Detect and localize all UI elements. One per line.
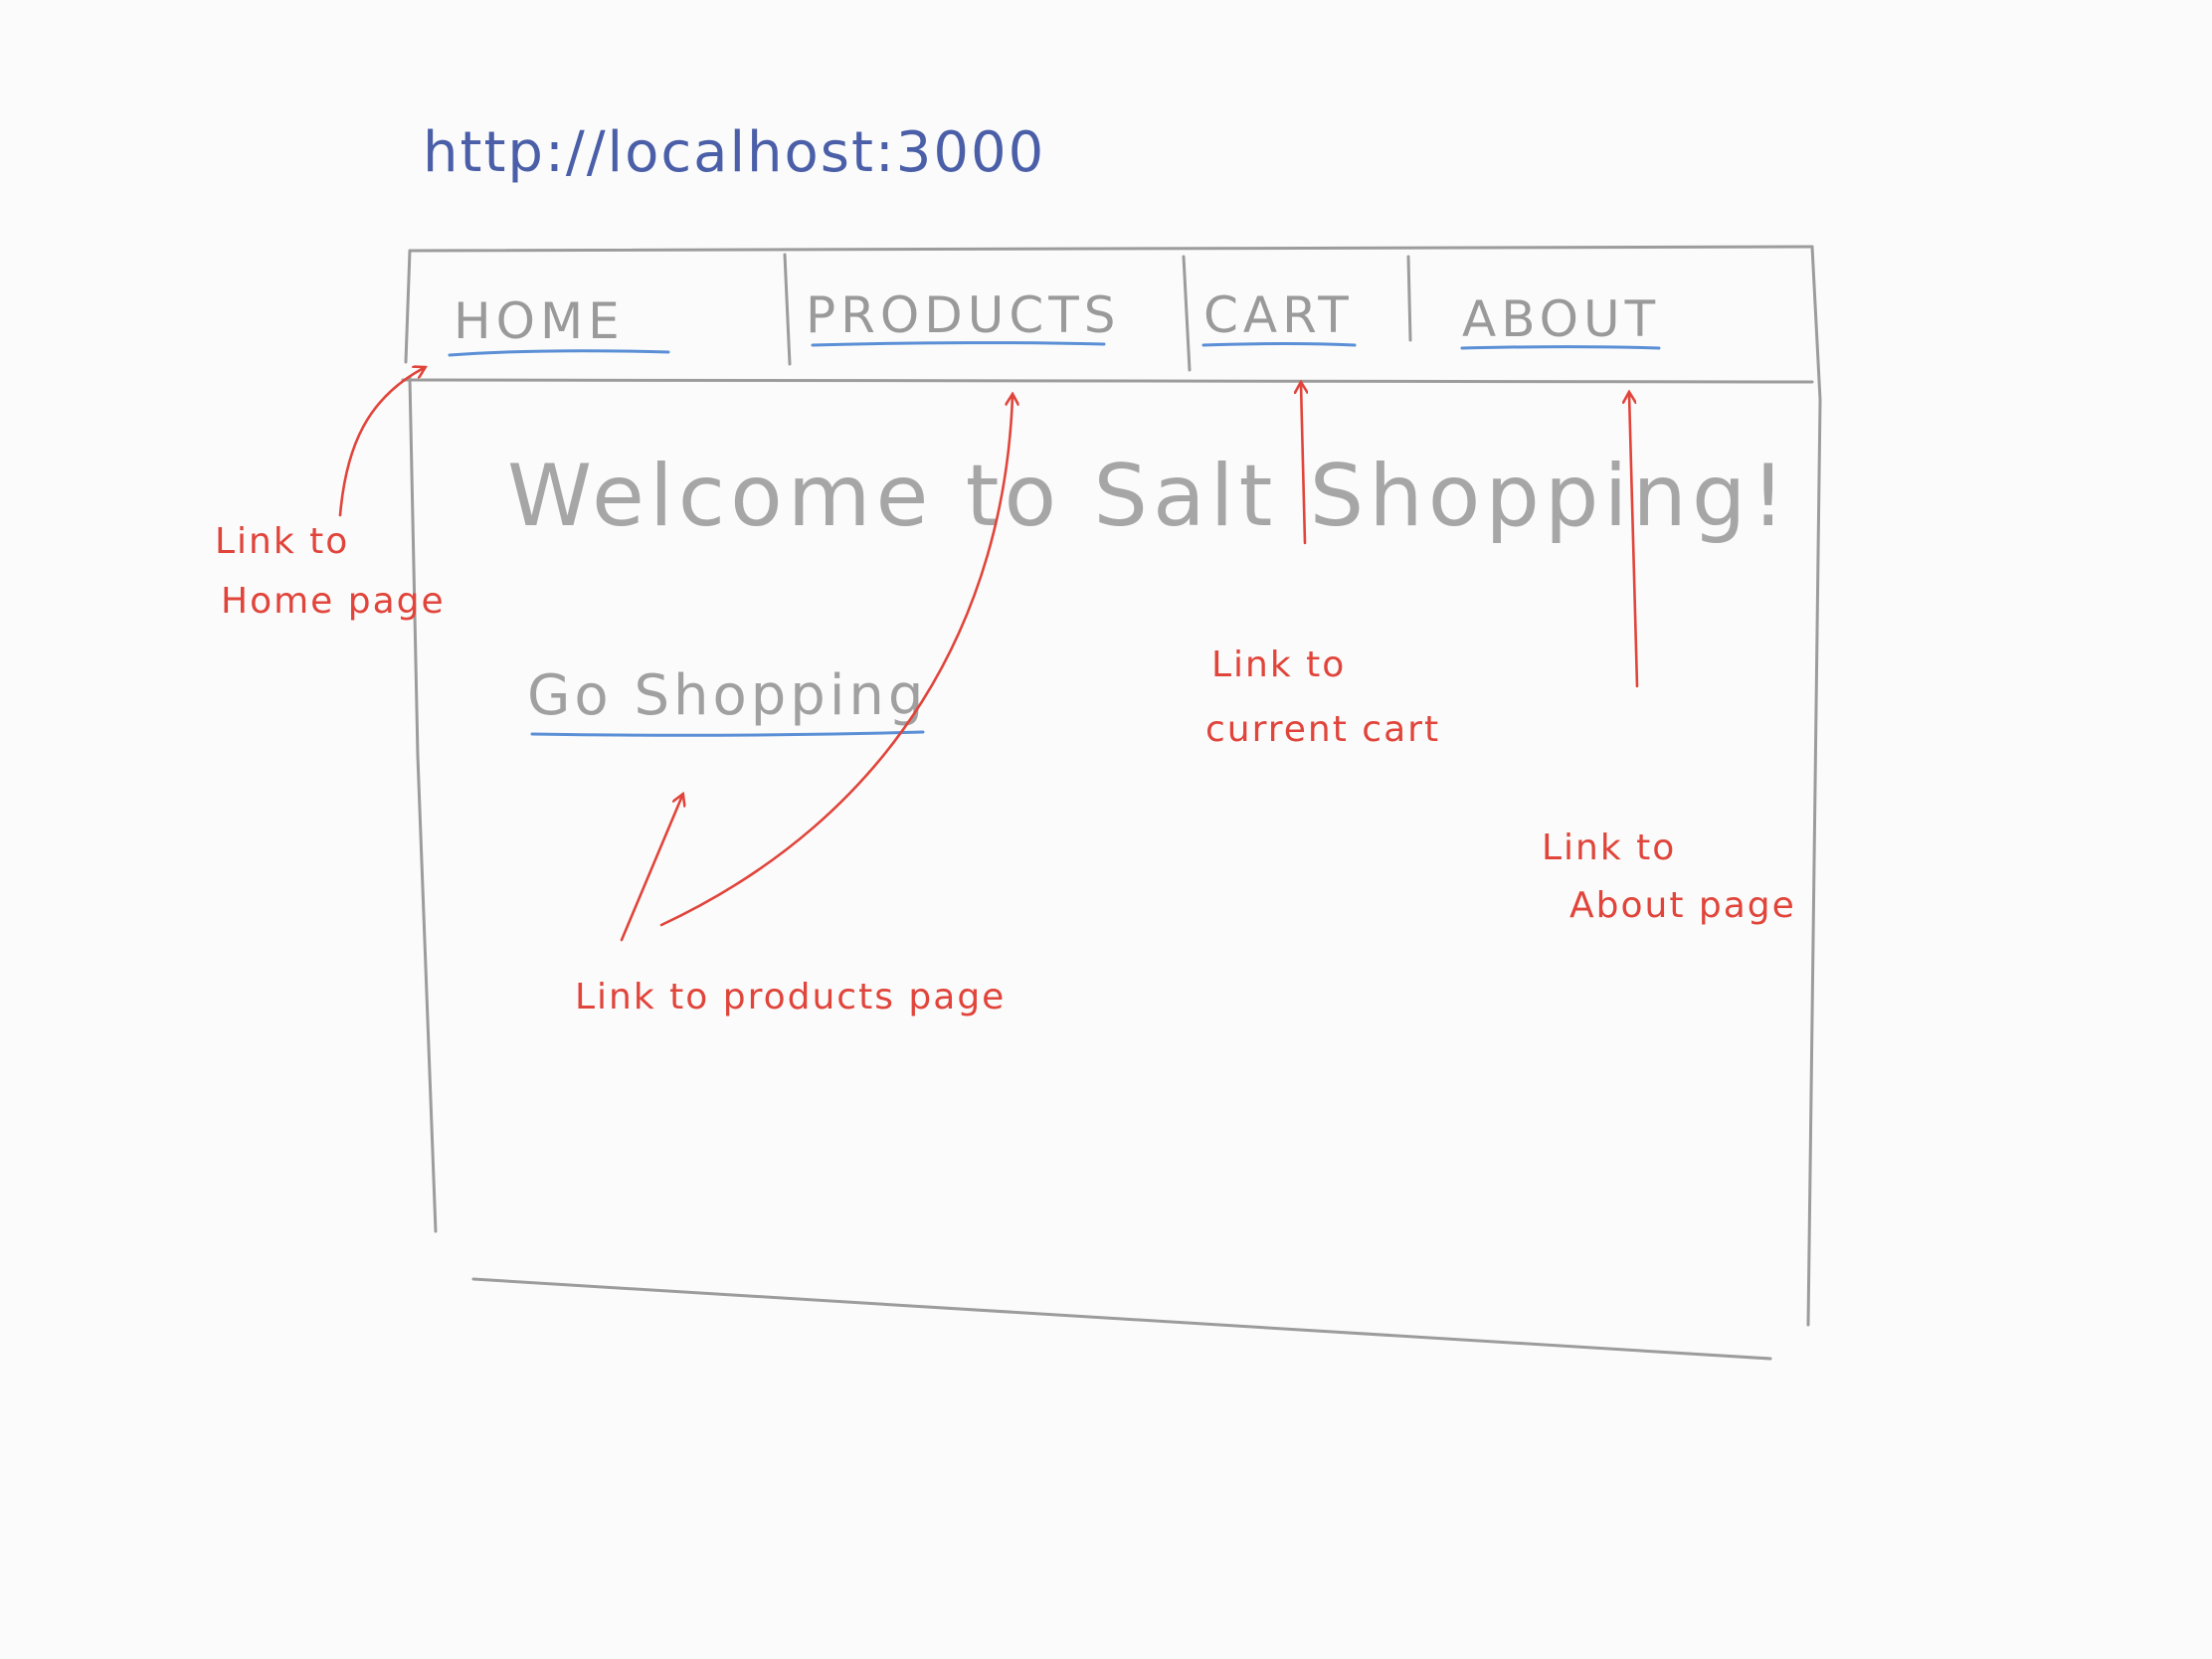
note-about-line1: Link to <box>1542 828 1676 868</box>
url-label: http://localhost:3000 <box>423 120 1045 185</box>
go-shopping-arrow <box>620 796 682 942</box>
note-products-link: Link to products page <box>575 977 1006 1017</box>
note-about-link: Link to About page <box>1542 828 1796 926</box>
note-home-link: Link to Home page <box>215 521 446 622</box>
page-heading: Welcome to Salt Shopping! <box>507 447 1790 546</box>
nav-bar: HOME PRODUCTS CART ABOUT <box>448 286 1661 357</box>
about-link-underline <box>1460 345 1661 350</box>
home-link-underline <box>448 349 670 357</box>
cart-link-underline <box>1201 342 1357 347</box>
nav-about-label: ABOUT <box>1462 290 1660 348</box>
note-cart-link: Link to current cart <box>1205 645 1440 750</box>
nav-cart-label: CART <box>1203 286 1354 344</box>
note-cart-line2: current cart <box>1205 709 1440 750</box>
annotation-arrows <box>338 368 1639 942</box>
go-shopping-underline <box>530 730 925 737</box>
note-home-line2: Home page <box>221 581 446 622</box>
note-cart-line1: Link to <box>1211 645 1346 685</box>
go-shopping-label: Go Shopping <box>527 663 927 728</box>
note-about-line2: About page <box>1569 885 1796 926</box>
go-shopping-link[interactable]: Go Shopping <box>527 663 927 737</box>
products-arrow <box>659 396 1013 927</box>
nav-about-link[interactable]: ABOUT <box>1460 290 1661 350</box>
nav-products-label: PRODUCTS <box>806 286 1121 344</box>
nav-home-link[interactable]: HOME <box>448 292 670 357</box>
nav-separators <box>783 253 1412 372</box>
about-arrow <box>1629 394 1639 688</box>
nav-home-label: HOME <box>454 292 625 350</box>
browser-frame <box>401 245 1822 1361</box>
home-arrow <box>338 368 424 517</box>
products-link-underline <box>811 341 1106 347</box>
nav-products-link[interactable]: PRODUCTS <box>806 286 1121 347</box>
note-home-line1: Link to <box>215 521 349 562</box>
cart-arrow <box>1301 384 1305 545</box>
nav-cart-link[interactable]: CART <box>1201 286 1357 347</box>
